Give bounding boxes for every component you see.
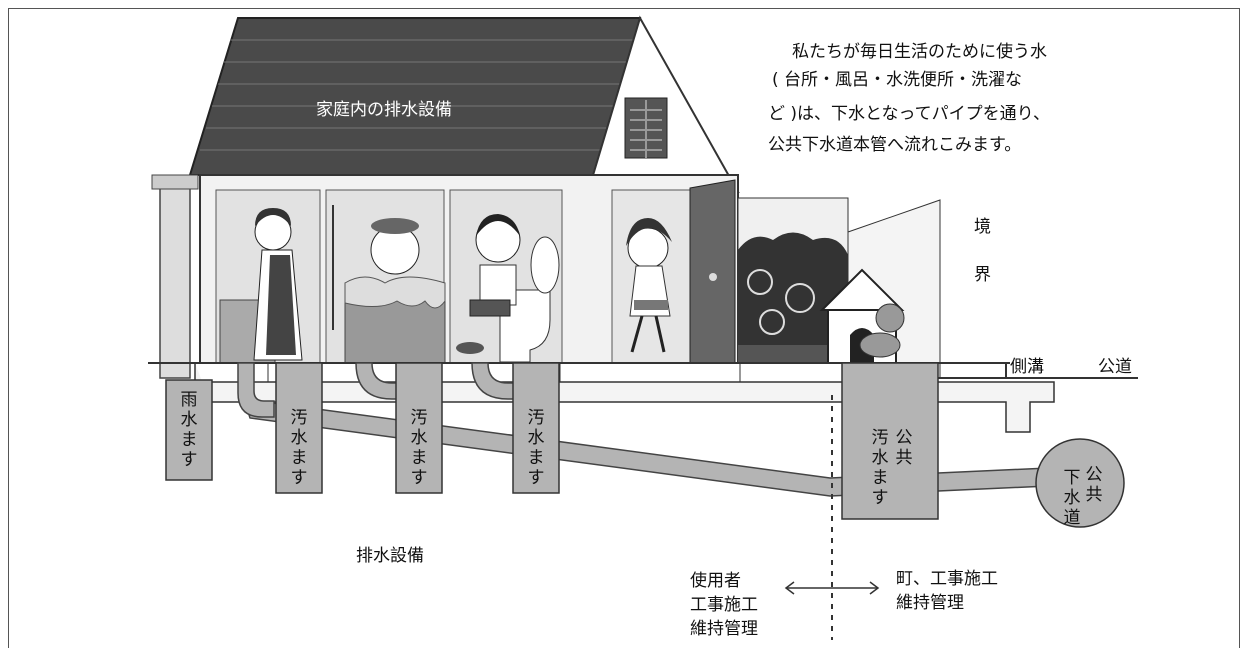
sewage-basin-3-char-1: 汚 [528, 408, 545, 428]
sewage-basin-3-char-4: す [528, 468, 545, 488]
house-label: 家庭内の排水設備 [316, 100, 452, 120]
gutter-label: 側溝 [1010, 357, 1044, 377]
sewage-basin-3 [512, 362, 560, 494]
user-responsibility-line-1: 使用者 [690, 570, 741, 591]
public-basin-col2-char-3: ま [872, 468, 889, 488]
user-responsibility-line-3: 維持管理 [690, 619, 758, 639]
flower-bush-icon [738, 232, 848, 363]
public-basin-col1-char-1: 公 [896, 428, 913, 448]
rain-basin-char-1: 雨 [181, 390, 198, 410]
public-road-label: 公道 [1098, 357, 1132, 377]
description-line-1: 私たちが毎日生活のために使う水 [792, 41, 1047, 62]
toilet-drain-pipe [471, 362, 517, 400]
sewage-basin-1-char-4: す [291, 468, 308, 488]
house-roof [188, 17, 642, 176]
public-basin-col2-char-2: 水 [872, 448, 889, 468]
kitchen-drain-pipe [237, 362, 275, 418]
boundary-label-1: 境 [974, 217, 991, 237]
town-responsibility-line-2: 維持管理 [896, 593, 964, 613]
boundary-label-2: 界 [974, 265, 991, 285]
sewage-basin-1-char-2: 水 [291, 428, 308, 448]
sewage-basin-3-char-2: 水 [528, 428, 545, 448]
sewage-basin-2-char-2: 水 [411, 428, 428, 448]
front-door-icon [689, 179, 736, 364]
sewage-basin-1 [275, 362, 323, 494]
description-line-2: ( 台所・風呂・水洗便所・洗濯な [772, 70, 1022, 90]
sewer-main-col1-char-2: 共 [1086, 485, 1103, 505]
dog-house-icon [819, 268, 905, 364]
drainage-facilities-label: 排水設備 [356, 546, 424, 566]
sewage-basin-2-char-4: す [411, 468, 428, 488]
description-line-3: ど )は、下水となってパイプを通り、 [768, 104, 1050, 124]
sewage-basin-2-char-1: 汚 [411, 408, 428, 428]
public-sewer-main [1035, 438, 1125, 528]
rain-basin-char-3: ま [181, 430, 198, 450]
kitchen-person-icon [219, 208, 303, 364]
sewage-basin-3-char-3: ま [528, 448, 545, 468]
toilet-person-icon [456, 214, 560, 363]
sewage-basin-2 [395, 362, 443, 494]
sewage-basin-1-char-3: ま [291, 448, 308, 468]
sewer-main-col2-char-2: 水 [1064, 488, 1081, 508]
public-basin-col2-char-4: す [872, 488, 889, 508]
rain-basin-char-2: 水 [181, 410, 198, 430]
town-responsibility-line-1: 町、工事施工 [896, 569, 998, 589]
rain-basin [165, 379, 213, 481]
description-line-4: 公共下水道本管へ流れこみます。 [768, 135, 1021, 155]
user-responsibility-line-2: 工事施工 [690, 595, 758, 615]
sewer-main-col2-char-1: 下 [1064, 468, 1081, 488]
sewer-main-col2-char-3: 道 [1064, 508, 1081, 528]
sewage-basin-2-char-3: ま [411, 448, 428, 468]
figure-frame [8, 8, 1240, 648]
entrance-girl-icon [626, 218, 672, 353]
public-sewage-basin [841, 362, 939, 520]
public-basin-col2-char-1: 汚 [872, 428, 889, 448]
sewer-main-col1-char-1: 公 [1086, 465, 1103, 485]
rain-gutter-pipe [159, 177, 191, 379]
responsibility-arrow-icon [784, 581, 880, 595]
public-basin-col1-char-2: 共 [896, 448, 913, 468]
rain-basin-char-4: す [181, 450, 198, 470]
sewage-basin-1-char-1: 汚 [291, 408, 308, 428]
